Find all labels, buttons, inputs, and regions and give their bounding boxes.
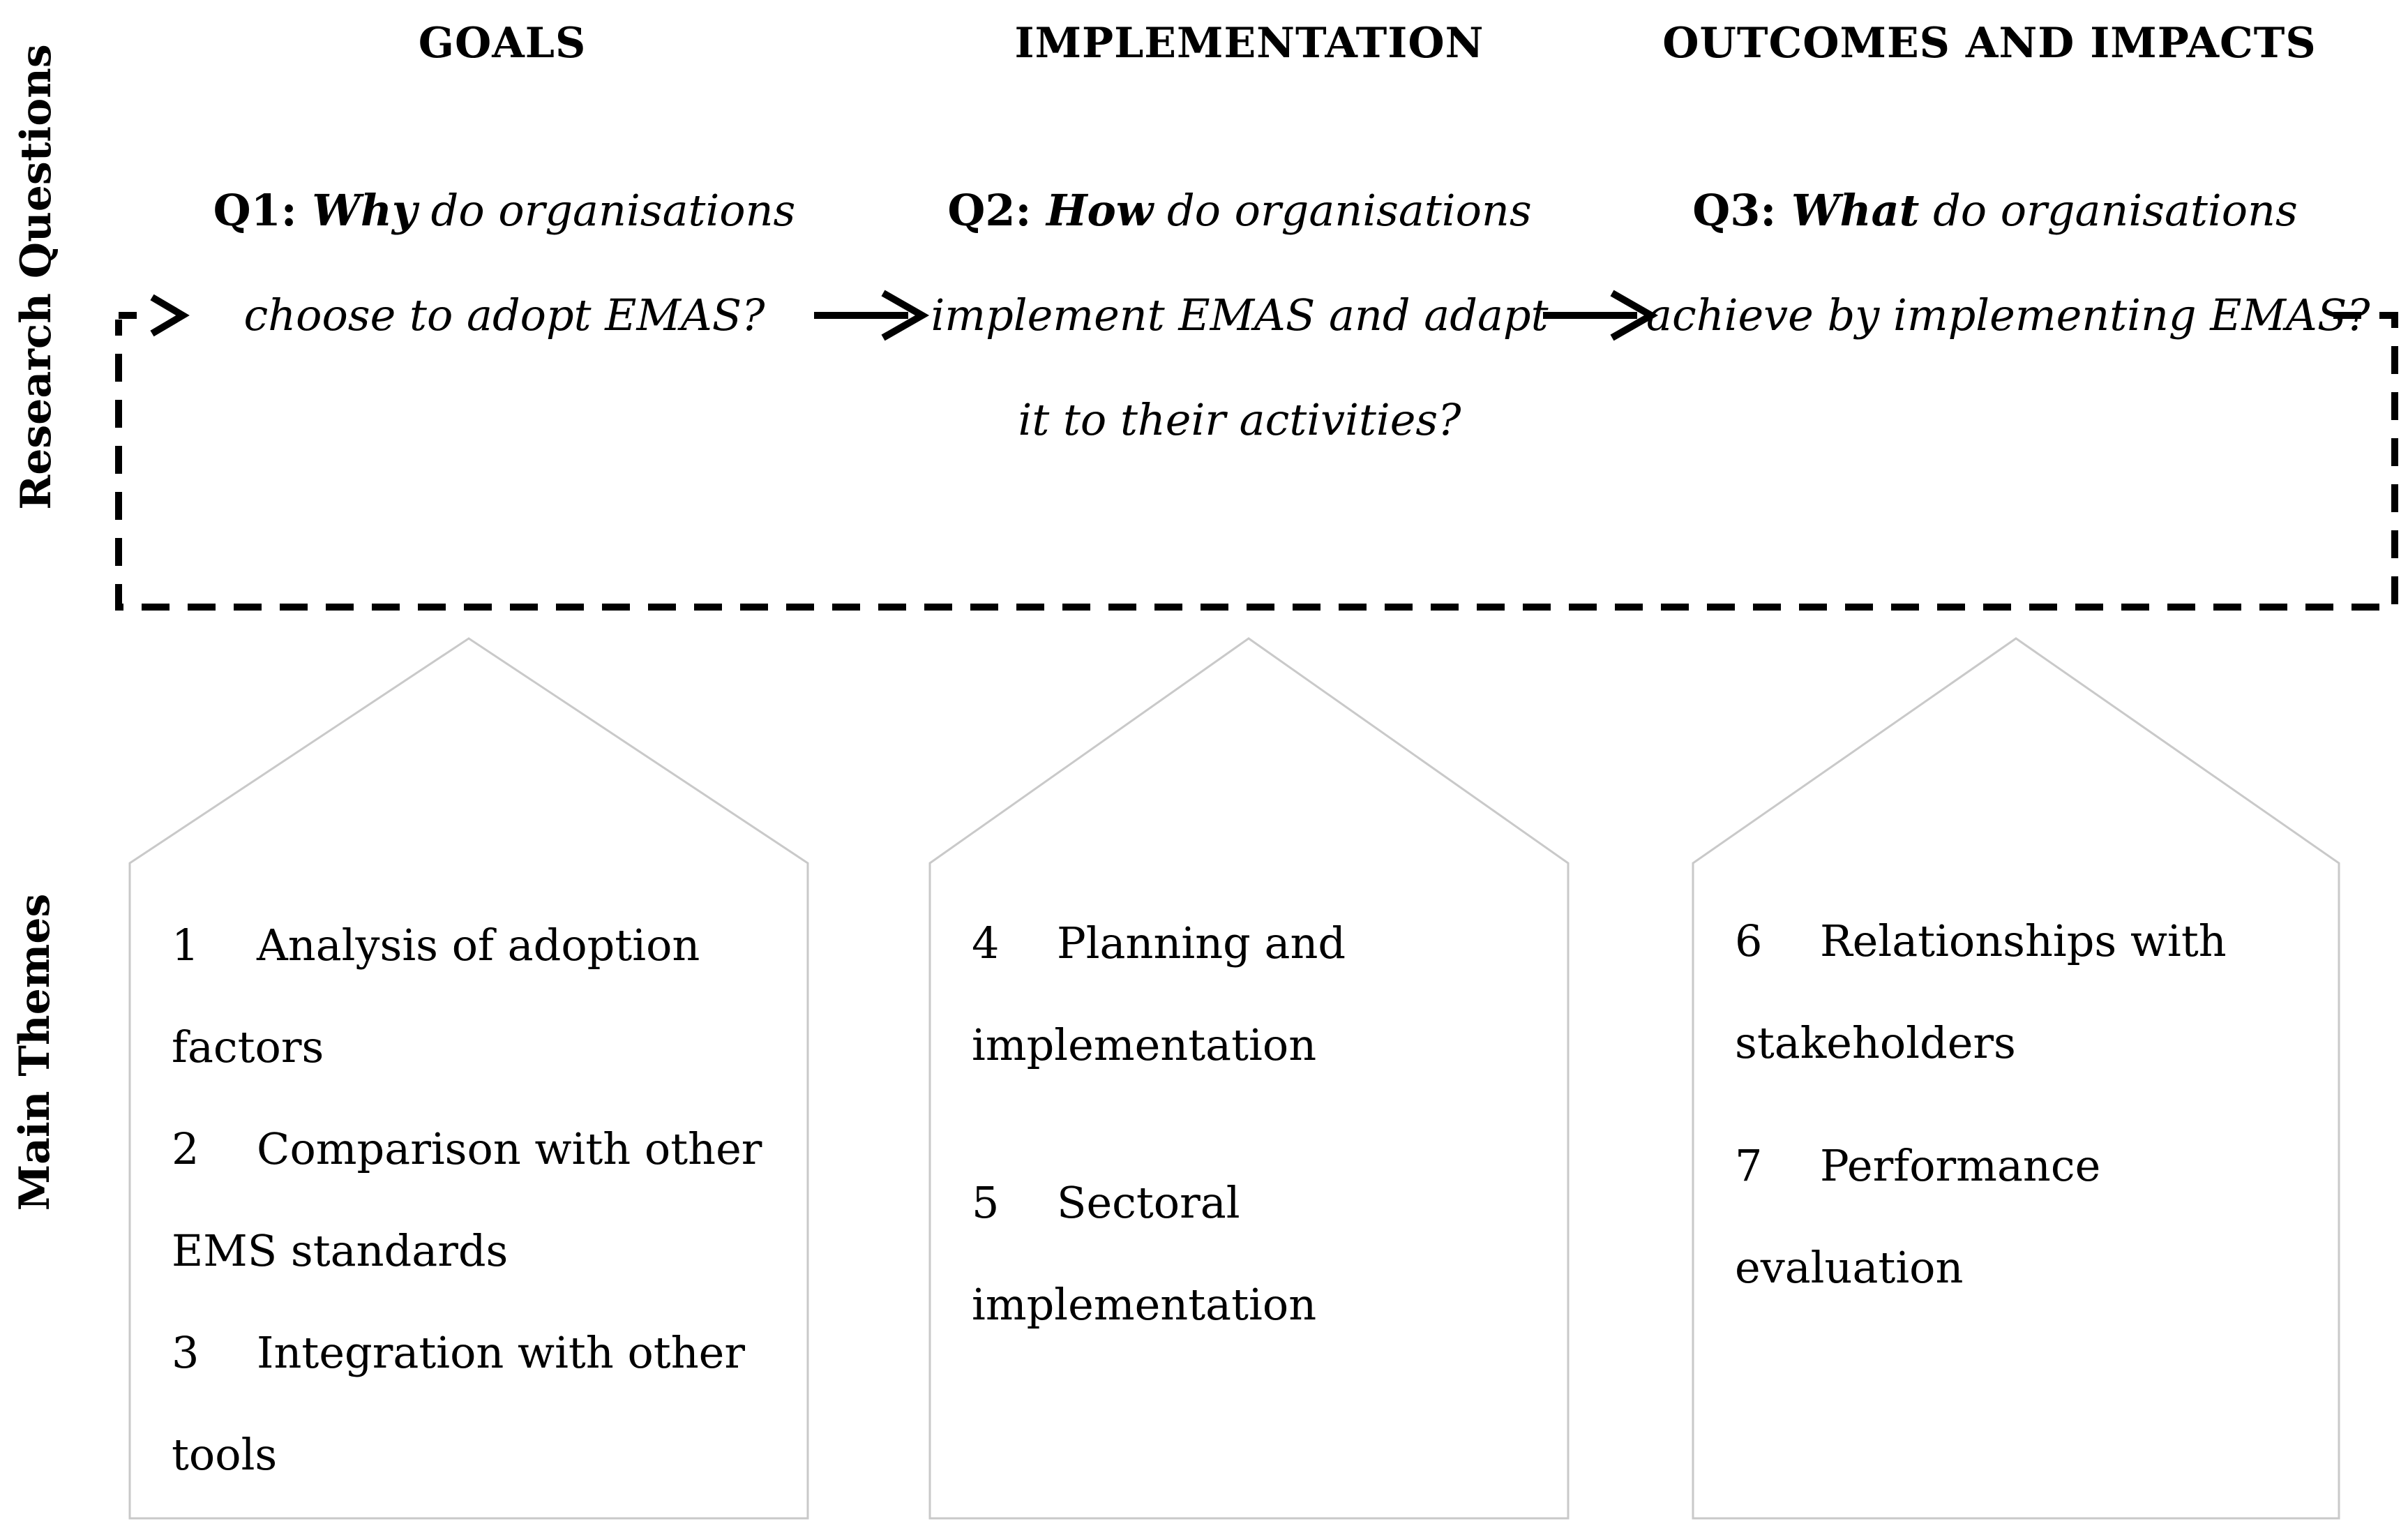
- theme-5-number: 5: [972, 1177, 1000, 1228]
- question-q3-keyword: What: [1776, 185, 1920, 236]
- question-q1-line-1: Q1: Why do organisations: [156, 158, 853, 263]
- feedback-loop-path: [115, 312, 2398, 611]
- theme-item-4: 4 Planning and implementation: [972, 892, 1551, 1096]
- question-q1-line-2: choose to adopt EMAS?: [243, 290, 765, 341]
- question-q2-line-3: it to their activities?: [1018, 394, 1461, 445]
- theme-6-line-2: stakeholders: [1735, 1017, 2016, 1068]
- theme-2-number: 2: [172, 1123, 200, 1174]
- theme-1-text: Analysis of adoption: [257, 920, 700, 971]
- theme-1-line-1: 1 Analysis of adoption: [172, 895, 785, 996]
- theme-3-text: Integration with other: [257, 1327, 745, 1378]
- theme-4-line-1: 4 Planning and: [972, 892, 1551, 994]
- question-q2-keyword: How: [1031, 185, 1154, 236]
- theme-5-line-1: 5 Sectoral: [972, 1152, 1551, 1254]
- question-q2: Q2: How do organisations implement EMAS …: [891, 158, 1588, 472]
- theme-4-number: 4: [972, 918, 1000, 968]
- question-q3-rest: do organisations: [1919, 185, 2298, 236]
- question-q2-line-2: implement EMAS and adapt: [931, 290, 1549, 341]
- theme-item-7: 7 Performance evaluation: [1735, 1115, 2321, 1319]
- theme-4-text: Planning and: [1057, 918, 1346, 968]
- feedback-arrow-head-icon: [150, 294, 190, 337]
- theme-6-line-1: 6 Relationships with: [1735, 890, 2321, 992]
- question-q1: Q1: Why do organisations choose to adopt…: [156, 158, 853, 368]
- theme-2-line-1: 2 Comparison with other: [172, 1098, 785, 1200]
- theme-6-number: 6: [1735, 915, 1763, 966]
- theme-7-line-2: evaluation: [1735, 1242, 1964, 1293]
- house-outline-implementation: [928, 637, 1570, 1520]
- theme-7-text: Performance: [1820, 1140, 2101, 1191]
- theme-item-5: 5 Sectoral implementation: [972, 1152, 1551, 1356]
- theme-3-number: 3: [172, 1327, 200, 1378]
- house-goals-themes: 1 Analysis of adoption factors 2 Compariso…: [172, 895, 785, 1506]
- house-outline-outcomes: [1692, 637, 2340, 1520]
- question-q2-prefix: Q2:: [947, 185, 1032, 236]
- flow-arrow-q1-q2-head-icon: [881, 290, 930, 341]
- theme-5-text: Sectoral: [1057, 1177, 1240, 1228]
- column-header-outcomes: OUTCOMES AND IMPACTS: [1662, 19, 2317, 68]
- theme-item-1: 1 Analysis of adoption factors: [172, 895, 785, 1098]
- question-q2-rest: do organisations: [1153, 185, 1532, 236]
- theme-2-line-2: EMS standards: [172, 1225, 509, 1276]
- theme-2-text: Comparison with other: [257, 1123, 762, 1174]
- question-q1-prefix: Q1:: [213, 185, 297, 236]
- theme-5-line-2: implementation: [972, 1279, 1317, 1330]
- house-implementation-themes: 4 Planning and implementation 5 Sectoral i…: [972, 892, 1551, 1356]
- question-q3: Q3: What do organisations achieve by imp…: [1646, 158, 2370, 368]
- theme-6-text: Relationships with: [1820, 915, 2227, 966]
- flow-arrow-q2-q3-head-icon: [1610, 290, 1659, 341]
- theme-4-line-2: implementation: [972, 1019, 1317, 1070]
- theme-1-line-2: factors: [172, 1022, 324, 1072]
- theme-7-number: 7: [1735, 1140, 1763, 1191]
- house-outline-goals: [128, 637, 809, 1520]
- question-q3-line-2: achieve by implementing EMAS?: [1646, 290, 2370, 341]
- section-label-research-questions: Research Questions: [12, 44, 61, 510]
- question-q1-keyword: Why: [296, 185, 417, 236]
- question-q2-line-1: Q2: How do organisations: [891, 158, 1588, 263]
- column-header-implementation: IMPLEMENTATION: [1014, 19, 1484, 68]
- theme-3-line-2: tools: [172, 1429, 278, 1480]
- question-q3-prefix: Q3:: [1692, 185, 1777, 236]
- question-q3-line-1: Q3: What do organisations: [1646, 158, 2344, 263]
- question-q1-rest: do organisations: [416, 185, 796, 236]
- theme-7-line-1: 7 Performance: [1735, 1115, 2321, 1217]
- house-outcomes-themes: 6 Relationships with stakeholders 7 Perfor…: [1735, 890, 2321, 1319]
- theme-1-number: 1: [172, 920, 200, 971]
- theme-item-2: 2 Comparison with other EMS standards: [172, 1098, 785, 1302]
- section-label-main-themes: Main Themes: [10, 893, 59, 1211]
- theme-item-3: 3 Integration with other tools: [172, 1302, 785, 1506]
- column-header-goals: GOALS: [418, 19, 587, 68]
- theme-3-line-1: 3 Integration with other: [172, 1302, 785, 1404]
- theme-item-6: 6 Relationships with stakeholders: [1735, 890, 2321, 1094]
